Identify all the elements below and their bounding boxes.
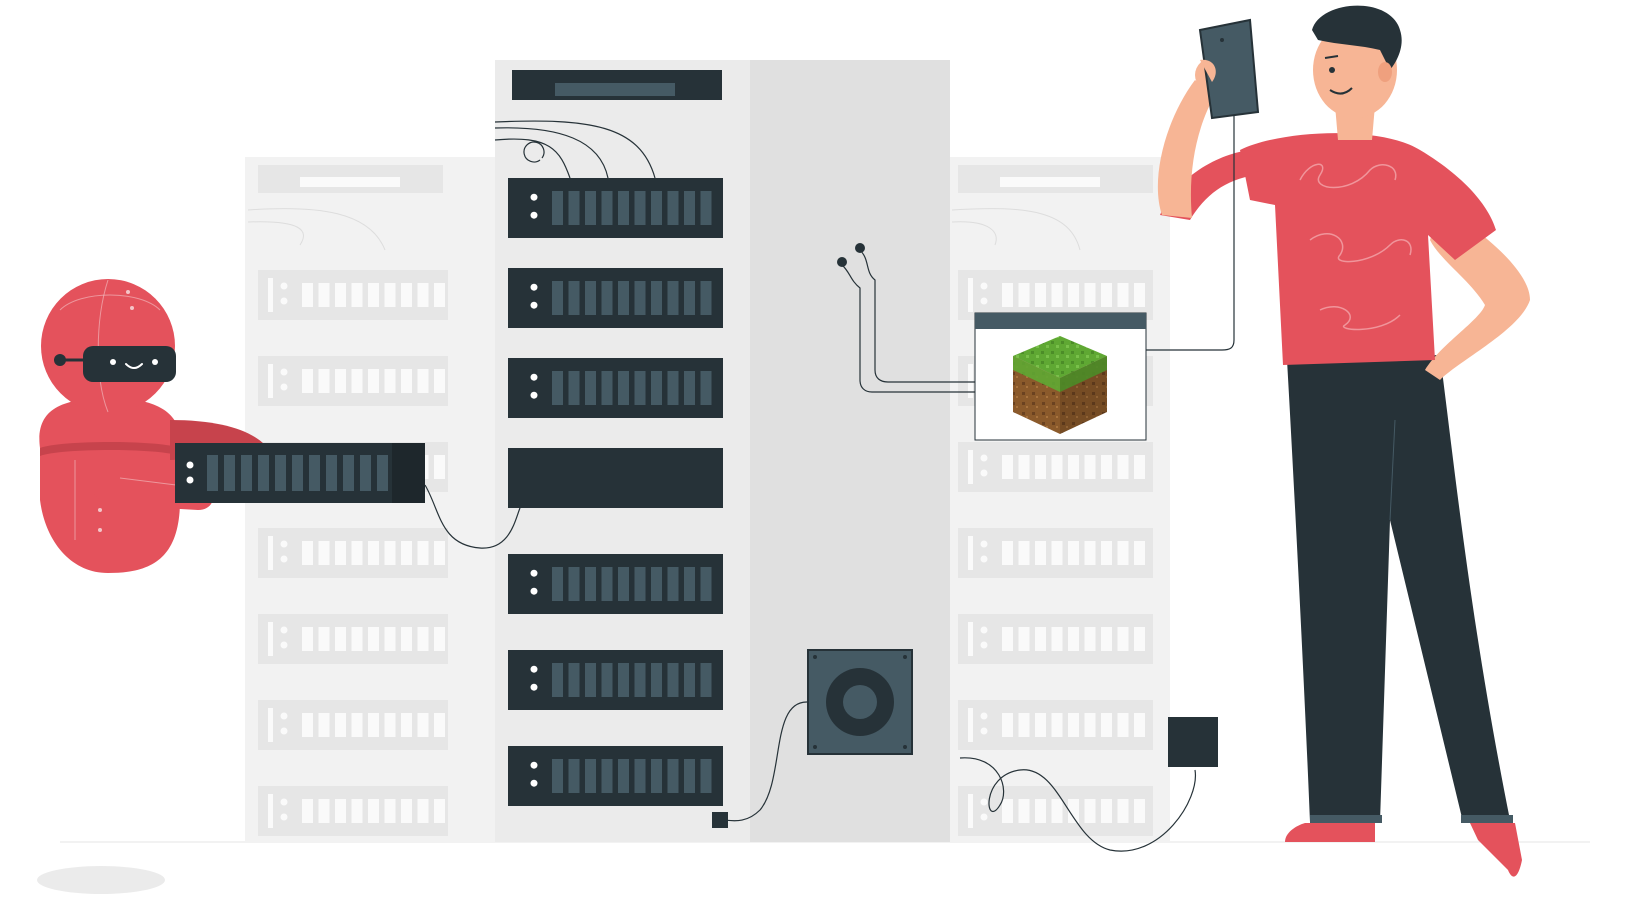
speaker-icon: [807, 649, 913, 755]
drive-bar: [258, 455, 269, 491]
robot-icon: [39, 279, 265, 573]
carried-server-drive: [175, 443, 425, 503]
cable-plug: [712, 812, 728, 828]
drive-bar: [309, 455, 320, 491]
drive-cable: [424, 484, 521, 549]
drive-bar: [241, 455, 252, 491]
phone-icon: [1198, 18, 1260, 120]
drive-bar: [326, 455, 337, 491]
floor-cable: [959, 757, 1196, 852]
faded-cables: [247, 208, 1081, 251]
drive-bar: [207, 455, 218, 491]
server-rack-right-icon: [950, 157, 1170, 842]
server-rack-main-icon: [495, 60, 950, 842]
drive-bar: [224, 455, 235, 491]
drive-bar: [343, 455, 354, 491]
window-cable: [837, 243, 975, 393]
power-box: [1168, 717, 1218, 767]
grass-block-icon: [1013, 336, 1107, 434]
phone-cable: [1146, 115, 1235, 351]
person-icon: [1157, 5, 1530, 877]
top-cables: [494, 120, 656, 179]
speaker-cable: [721, 701, 809, 822]
drive-bar: [377, 455, 388, 491]
drive-bar: [275, 455, 286, 491]
empty-server-bay: [508, 448, 723, 508]
grass-block-window: [974, 312, 1147, 441]
drive-bar: [360, 455, 371, 491]
robot-shadow: [37, 866, 165, 894]
drive-bar: [292, 455, 303, 491]
